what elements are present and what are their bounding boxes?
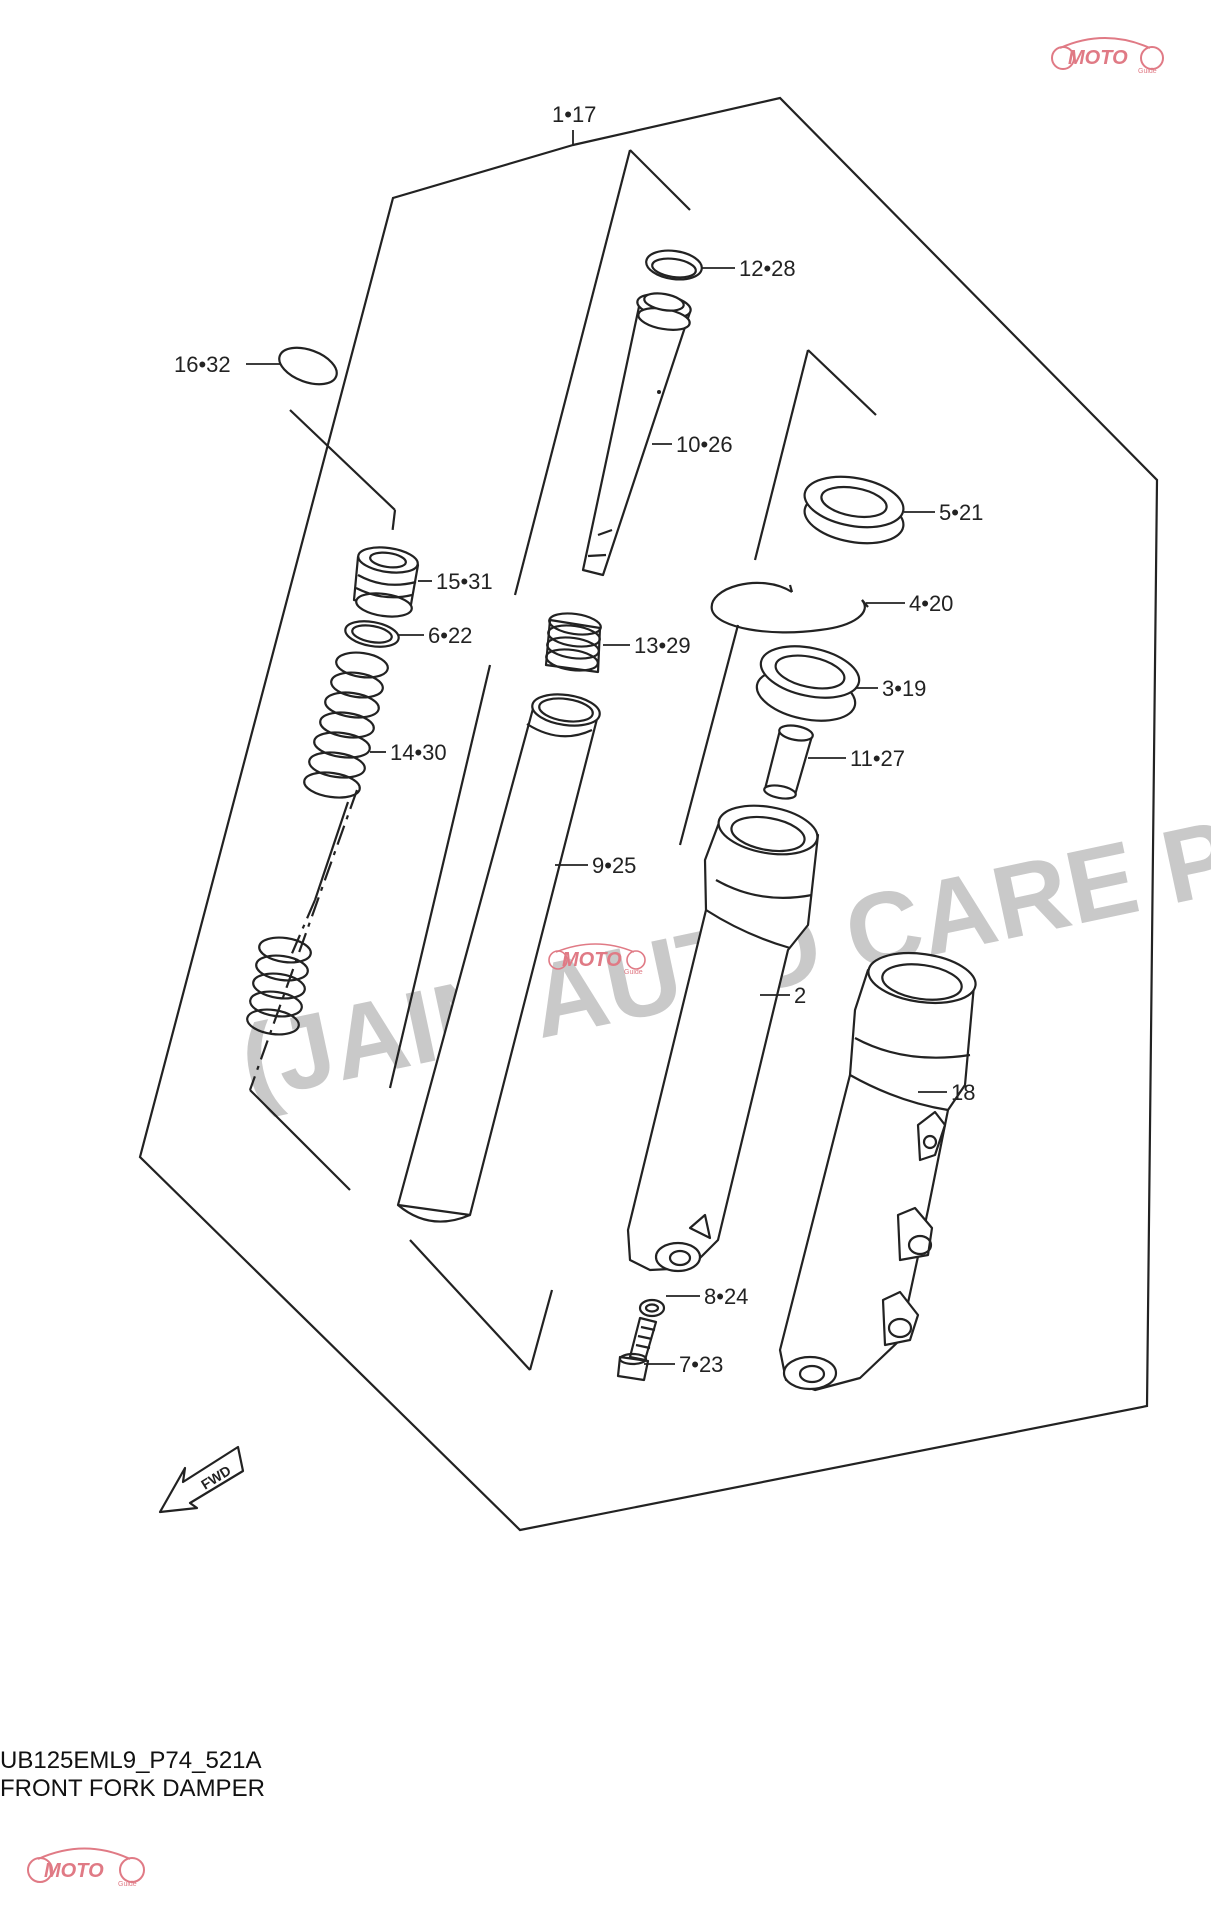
part-cylinder-15-31	[352, 546, 420, 618]
part-bolt-7-23	[616, 1316, 658, 1382]
part-damper-rod-10-26	[581, 292, 692, 577]
part-ring-12-28	[645, 249, 703, 281]
part-inner-tube-9-25	[396, 693, 601, 1223]
part-oil-seal-3-19	[755, 645, 861, 722]
label-14-30: 14•30	[390, 740, 447, 765]
part-outer-tube-18	[778, 951, 977, 1392]
part-washer-8-24	[638, 1298, 666, 1318]
label-11-27: 11•27	[850, 746, 905, 771]
logo-text: MOTO	[44, 1860, 104, 1882]
logo-sub: Guide	[624, 969, 643, 976]
fwd-arrow-icon: FWD	[158, 1445, 245, 1514]
part-main-spring-14-30	[246, 651, 389, 1036]
logo-center: MOTO Guide	[548, 943, 646, 976]
part-oring-6-22	[344, 620, 400, 648]
part-cap-16-32	[278, 346, 338, 386]
part-labels: 1•17 12•28 16•32 10•26 5•21 15•31 4•20 6…	[174, 102, 983, 1377]
label-15-31: 15•31	[436, 569, 493, 594]
label-13-29: 13•29	[634, 633, 691, 658]
part-outer-tube-2	[626, 804, 820, 1273]
label-8-24: 8•24	[704, 1284, 748, 1309]
logo-sub: Guide	[1138, 68, 1157, 75]
label-10-26: 10•26	[676, 432, 733, 457]
part-dust-seal-5-21	[803, 475, 905, 545]
diagram-caption: UB125EML9_P74_521A FRONT FORK DAMPER	[0, 1747, 265, 1802]
label-4-20: 4•20	[909, 591, 953, 616]
logo-sub: Guide	[118, 1881, 137, 1888]
group-outlines	[248, 149, 877, 1371]
label-3-19: 3•19	[882, 676, 926, 701]
label-7-23: 7•23	[679, 1352, 723, 1377]
logo-text: MOTO	[1068, 47, 1128, 69]
label-16-32: 16•32	[174, 352, 231, 377]
label-6-22: 6•22	[428, 623, 472, 648]
label-12-28: 12•28	[739, 256, 796, 281]
diagram-title: FRONT FORK DAMPER	[0, 1775, 265, 1802]
logo-top-right: MOTO Guide	[1051, 37, 1164, 75]
label-9-25: 9•25	[592, 853, 636, 878]
logo-text: MOTO	[562, 949, 622, 971]
leader-lines	[246, 130, 947, 1365]
label-2: 2	[794, 983, 806, 1008]
assembly-outline	[138, 96, 1159, 1532]
label-1-17: 1•17	[552, 102, 596, 127]
diagram-code: UB125EML9_P74_521A	[0, 1747, 262, 1774]
label-5-21: 5•21	[939, 500, 983, 525]
part-collar-11-27	[763, 724, 814, 800]
label-18: 18	[951, 1080, 975, 1105]
part-small-spring-13-29	[544, 612, 602, 674]
part-circlip-4-20	[710, 581, 869, 634]
logo-bottom-left: MOTO Guide	[27, 1847, 145, 1888]
